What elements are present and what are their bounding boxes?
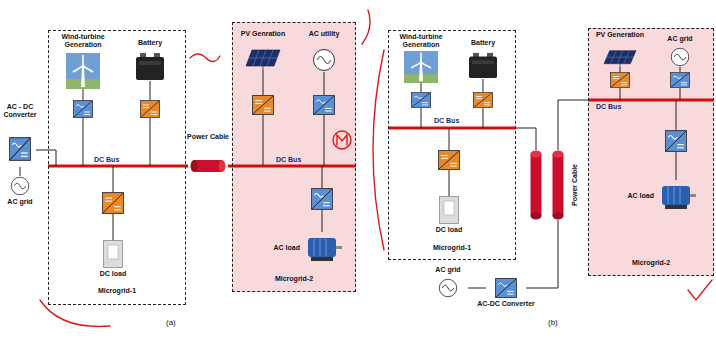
bus-label: DC Bus xyxy=(276,156,301,164)
node-text: AC utility xyxy=(298,30,350,38)
grid-source: AC grid xyxy=(4,176,36,210)
load-block: AC load xyxy=(612,180,700,214)
pv-icon xyxy=(604,49,636,67)
sine-icon xyxy=(10,176,30,196)
node-text: Wind-turbine Generation xyxy=(390,33,452,49)
converter-block: AC-DC Converter xyxy=(486,278,526,318)
connector xyxy=(516,128,536,150)
wind-icon xyxy=(66,53,100,89)
converter-block: AC - DC Converter xyxy=(4,103,36,167)
microgrid-box: Microgrid-1 Wind-turbine Generation Batter… xyxy=(48,30,186,305)
node-text: AC grid xyxy=(652,35,708,43)
pv-icon xyxy=(246,48,280,70)
load-block: AC load xyxy=(262,232,344,266)
connector xyxy=(36,150,48,151)
generator-block: Wind-turbine Generation xyxy=(392,33,450,85)
subfigure-label: (b) xyxy=(548,318,558,327)
microgrid-box: Microgrid-2PV GenerationAC gridAC load xyxy=(588,28,714,276)
node-text: AC grid xyxy=(424,266,472,274)
connector xyxy=(186,165,188,168)
node-text: PV Genration xyxy=(234,30,292,38)
cvb-icon xyxy=(495,278,517,298)
power-cable: Power Cable xyxy=(522,150,582,220)
node-text: Microgrid-1 xyxy=(49,287,185,295)
node-text: DC load xyxy=(428,226,470,234)
sine-icon xyxy=(312,48,336,72)
node-text: AC load xyxy=(262,244,300,252)
power-cable: Power Cable xyxy=(188,133,228,175)
dcl-icon xyxy=(103,240,123,268)
microgrid-box: Microgrid-1 Wind-turbine GenerationBatter… xyxy=(388,30,516,260)
bus-label: DC Bus xyxy=(596,103,621,111)
grid-source: AC grid xyxy=(428,266,468,300)
batt-icon xyxy=(467,51,499,79)
node-text: PV Generation xyxy=(590,31,650,39)
connector xyxy=(526,220,558,288)
subfigure-label: (a) xyxy=(166,318,176,327)
node-text: AC-DC Converter xyxy=(472,300,540,308)
node-text: AC grid xyxy=(0,198,40,206)
wind-icon xyxy=(404,51,438,83)
cylv-icon xyxy=(530,150,542,220)
batt-icon xyxy=(134,51,166,81)
cylh-icon xyxy=(190,159,226,173)
node-text: Battery xyxy=(455,39,511,47)
node-text: Wind-turbine Generation xyxy=(52,33,114,49)
load-block: DC load xyxy=(96,240,130,284)
battery-block: Battery xyxy=(122,33,178,95)
bus-label: DC Bus xyxy=(434,117,459,125)
node-text: Microgrid-1 xyxy=(389,244,515,252)
dcl-icon xyxy=(439,196,459,224)
node-text: Microgrid-2 xyxy=(589,259,713,267)
load-block: DC load xyxy=(432,196,466,238)
node-text: AC load xyxy=(612,192,654,200)
node-text: AC - DC Converter xyxy=(0,103,44,119)
cvb-icon xyxy=(9,137,31,161)
node-text: Power Cable xyxy=(184,133,232,141)
generator-block: PV Generation xyxy=(594,31,646,71)
node-text: Battery xyxy=(122,39,178,47)
grid-source: AC grid xyxy=(652,31,708,71)
node-text: Power Cable xyxy=(571,164,579,206)
generator-block: Wind-turbine Generation xyxy=(54,33,112,95)
node-text: DC load xyxy=(92,270,134,278)
battery-block: Battery xyxy=(455,33,511,81)
connector xyxy=(468,288,486,289)
connector xyxy=(558,100,588,150)
cylv-icon xyxy=(552,150,564,220)
sine-icon xyxy=(438,278,458,298)
motor-icon xyxy=(656,182,696,210)
motor-icon xyxy=(302,234,342,262)
utility-source: AC utility xyxy=(298,26,350,88)
connector xyxy=(20,167,21,176)
node-text: Microgrid-2 xyxy=(233,275,355,283)
sine-icon xyxy=(670,47,690,67)
bus-label: DC Bus xyxy=(94,156,119,164)
generator-block: PV Genration xyxy=(238,26,288,88)
